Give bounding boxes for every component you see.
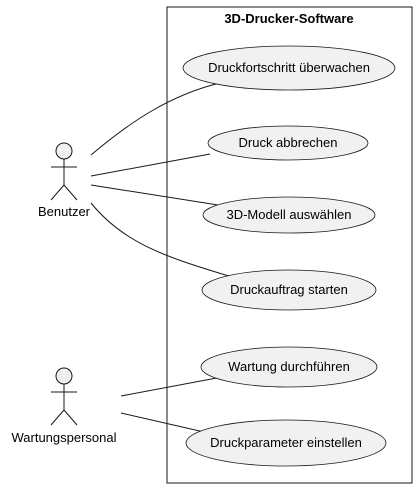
use-case-druckfortschritt-ueberwachen: Druckfortschritt überwachen: [182, 45, 396, 91]
association-wartung-druckparameter: [120, 412, 205, 433]
association-benutzer-druck-abbrechen: [90, 153, 211, 177]
actor-wartungspersonal: Wartungspersonal: [11, 367, 117, 445]
association-benutzer-druckauftrag: [90, 202, 233, 278]
use-case-3d-modell-auswaehlen: 3D-Modell auswählen: [202, 196, 376, 234]
actor-label: Wartungspersonal: [11, 430, 116, 445]
use-case-label: 3D-Modell auswählen: [226, 207, 351, 222]
actor-label: Benutzer: [38, 204, 91, 219]
use-case-label: Druckparameter einstellen: [210, 435, 362, 450]
association-benutzer-druckfortschritt: [90, 82, 221, 156]
actor-benutzer: Benutzer: [38, 142, 91, 219]
use-case-druckparameter-einstellen: Druckparameter einstellen: [185, 419, 387, 467]
stick-figure-icon: [50, 367, 78, 426]
use-case-wartung-durchfuehren: Wartung durchführen: [200, 346, 378, 388]
association-benutzer-3d-modell: [90, 184, 219, 206]
use-case-label: Druckauftrag starten: [230, 282, 348, 297]
system-title: 3D-Drucker-Software: [224, 11, 353, 26]
association-wartung-wartung-durchfuehren: [120, 376, 223, 397]
use-case-label: Druckfortschritt überwachen: [208, 60, 370, 75]
associations: [90, 82, 233, 433]
use-case-label: Druck abbrechen: [239, 135, 338, 150]
use-case-druck-abbrechen: Druck abbrechen: [207, 125, 369, 161]
use-case-druckauftrag-starten: Druckauftrag starten: [201, 269, 377, 311]
stick-figure-icon: [50, 142, 78, 201]
use-case-label: Wartung durchführen: [228, 359, 350, 374]
